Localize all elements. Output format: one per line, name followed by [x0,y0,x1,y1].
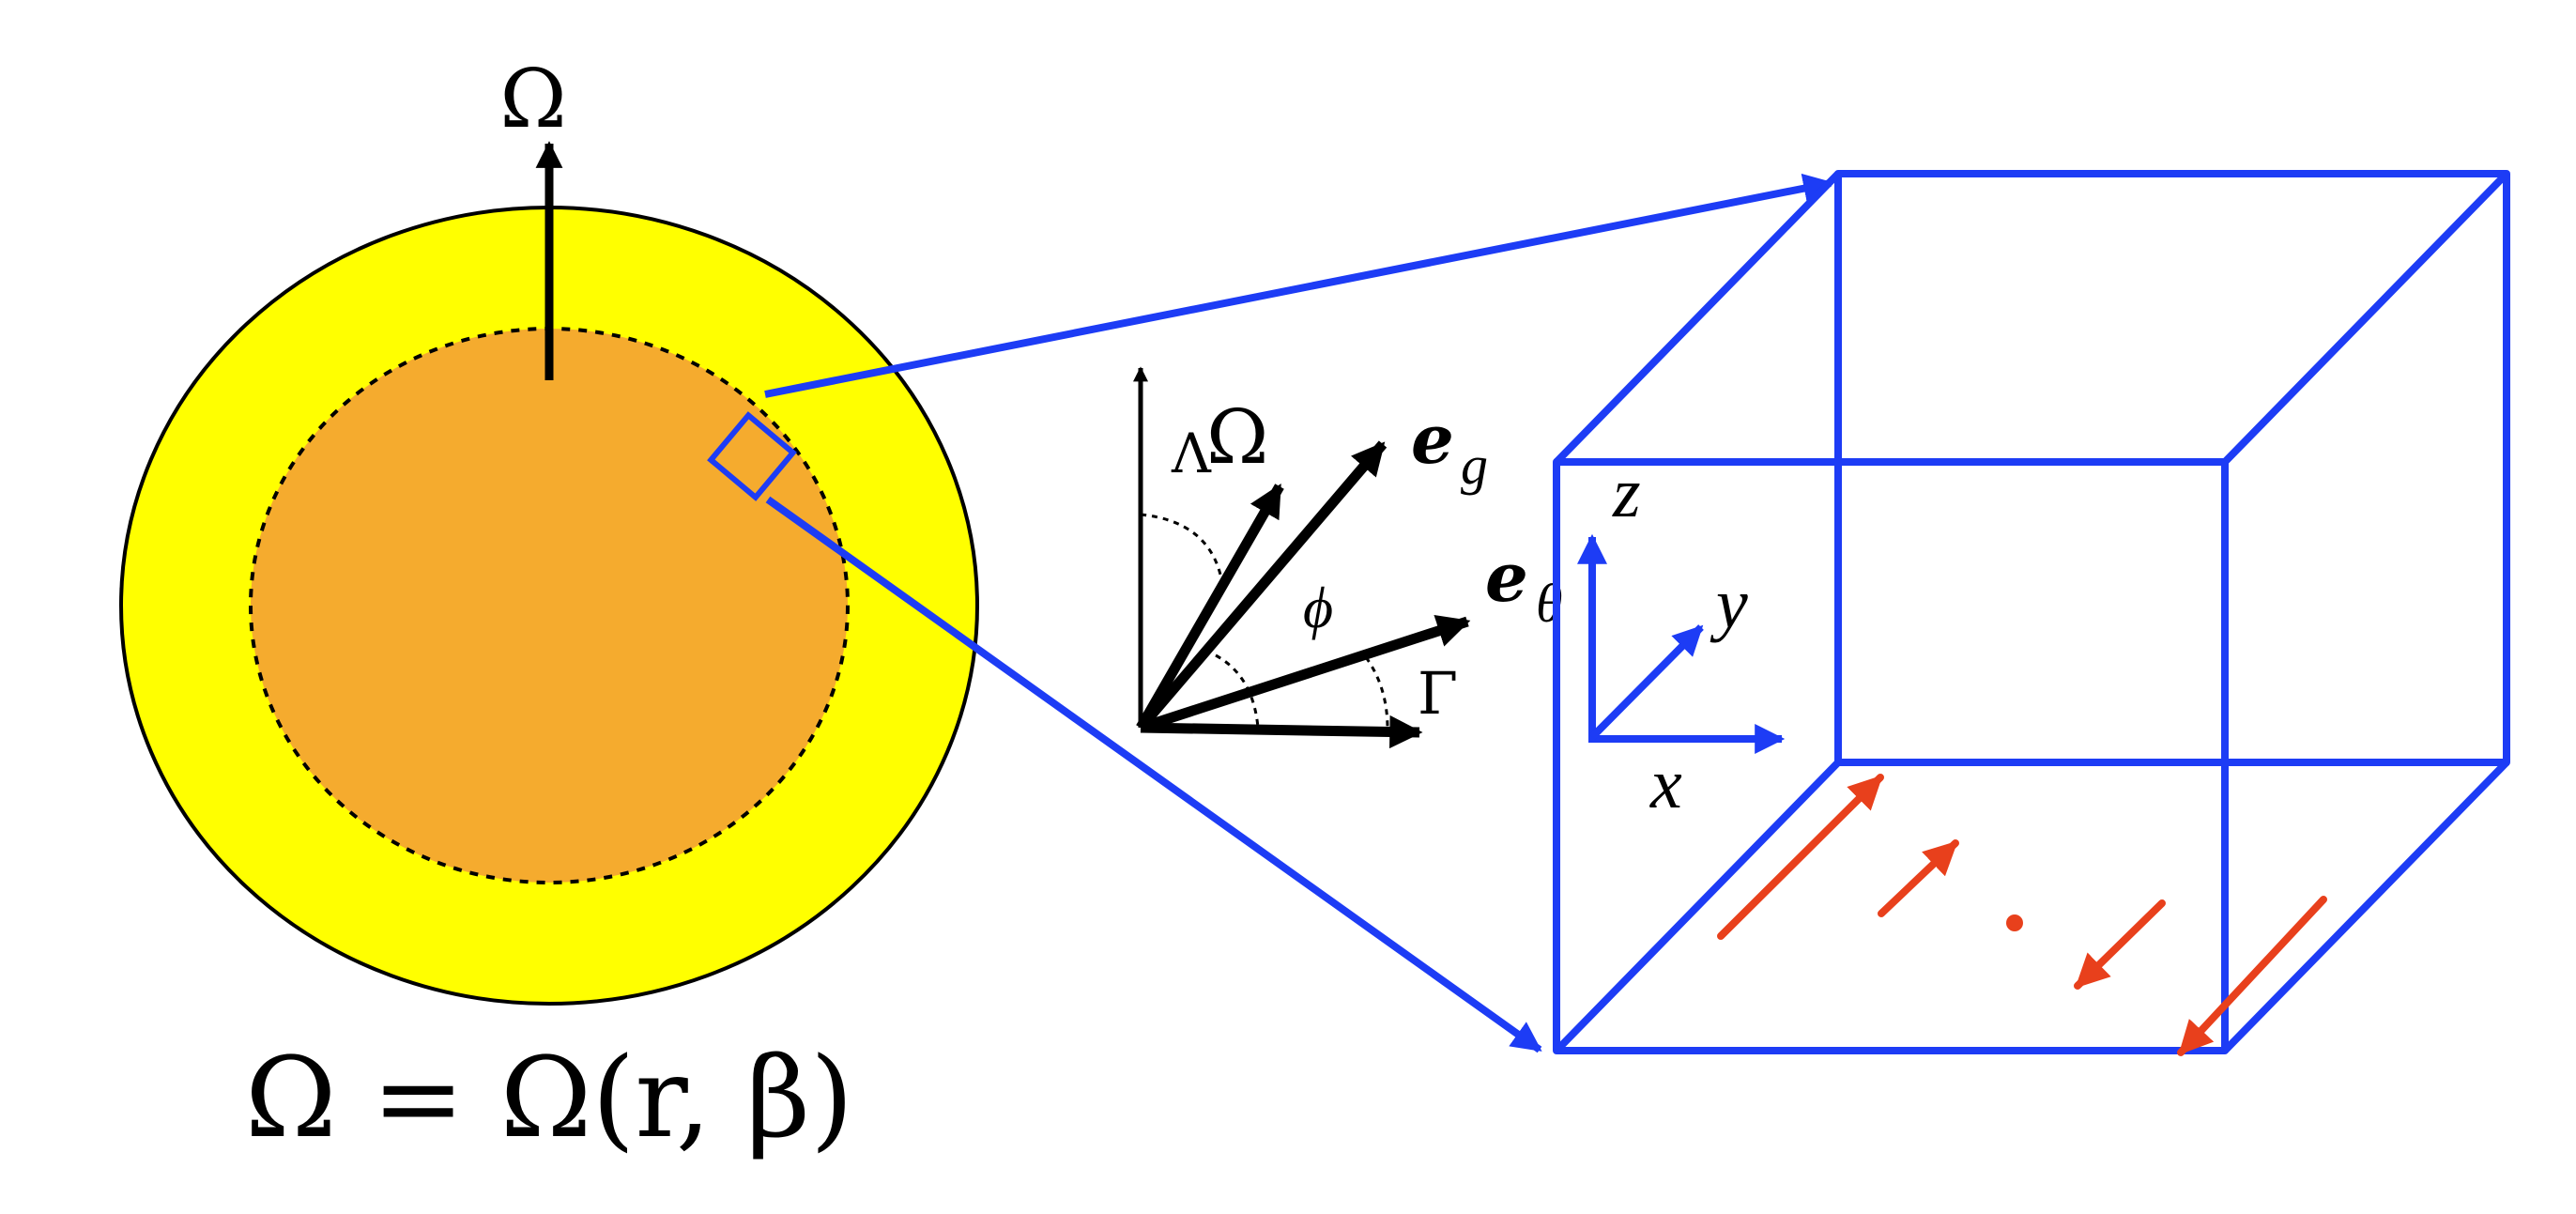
box-edge-bottom-right [2222,760,2509,1053]
y-axis-arrow [1589,624,1704,740]
x-axis-label: x [1649,745,1682,823]
omega-vector-label: Ω [1206,393,1268,481]
box-front-face [1553,458,2229,1054]
phi-label: ϕ [1303,576,1333,640]
omega-vector-arrow [1136,483,1284,730]
star: Ω Ω = Ω(r, β) [119,53,979,1162]
horizontal-vector-arrow [1140,715,1423,749]
box-edge-bottom-left [1554,760,1841,1053]
vector-diagram: Λ Ω e g ϕ e θ Γ [1132,366,1563,749]
flow-arrow-4 [2177,896,2327,1056]
local-box [1553,170,2510,1054]
e-g-vector-arrow [1136,440,1388,731]
flow-arrow-3 [2074,899,2166,990]
lambda-angle-arc [1140,513,1222,576]
local-patch-marker [707,411,797,501]
e-theta-vector-arrow [1139,615,1471,733]
shear-flow-arrows [1717,774,2327,1056]
rotation-law-equation: Ω = Ω(r, β) [245,1033,853,1162]
rotation-symbol-label: Ω [499,53,566,146]
z-axis-label: z [1612,453,1641,532]
zoom-lines [764,173,1834,1053]
zoom-line-upper [764,173,1834,398]
flow-arrow-2 [1878,839,1959,917]
e-g-label-base: e [1411,399,1454,479]
box-edge-top-left [1554,171,1841,465]
y-axis-label: y [1710,564,1748,643]
flow-arrow-1 [1717,774,1884,940]
star-core [249,327,850,884]
zoom-line-lower [765,496,1542,1053]
box-back-face [1834,170,2510,766]
flow-null-dot [2006,914,2023,931]
lambda-label: Λ [1171,422,1212,485]
box-edge-top-right [2222,171,2509,465]
e-g-label-subscript: g [1461,435,1488,496]
e-theta-label-base: e [1485,537,1528,617]
gamma-label: Γ [1418,659,1458,728]
box-coordinate-axes: z y x [1577,453,1786,823]
gamma-angle-arc [1364,656,1389,730]
